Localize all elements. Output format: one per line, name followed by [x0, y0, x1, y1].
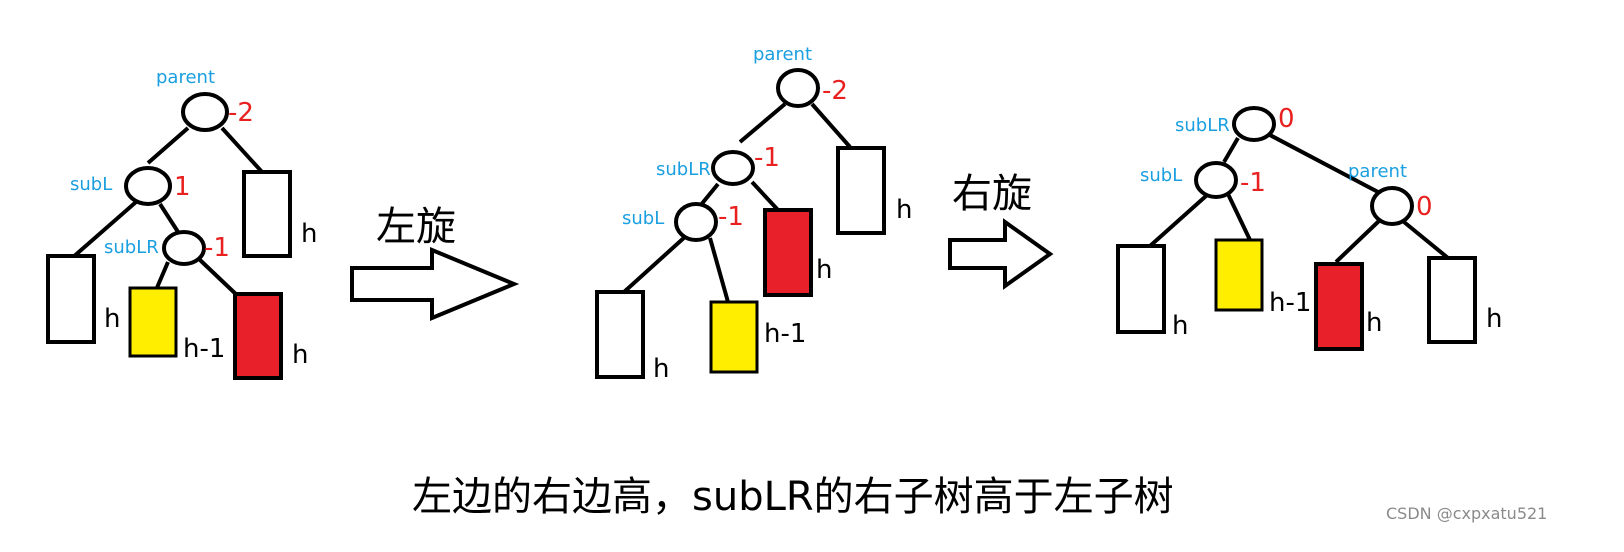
label-subLR: subLR — [656, 159, 711, 180]
height-red: h — [292, 340, 308, 370]
node-subL — [674, 202, 718, 242]
height-left: h — [104, 304, 120, 334]
edge-subLR-right — [198, 258, 242, 300]
bf-parent: -2 — [822, 76, 848, 106]
label-parent: parent — [1348, 161, 1407, 182]
subtree-red-box — [233, 292, 283, 380]
height-yellow: h-1 — [1269, 288, 1311, 318]
edge-subL-left — [1148, 194, 1208, 248]
label-parent: parent — [753, 44, 812, 65]
bf-subLR: 0 — [1278, 104, 1295, 134]
node-subL — [124, 166, 172, 206]
bf-subL: 1 — [174, 172, 191, 202]
subtree-right-box — [242, 170, 292, 258]
rotation-step-left: 左旋 — [350, 204, 520, 321]
subtree-right-box — [836, 146, 886, 235]
bf-subLR: -1 — [204, 233, 230, 263]
bf-subL: -1 — [718, 202, 744, 232]
rotation-step-right: 右旋 — [948, 171, 1054, 290]
height-left: h — [653, 354, 669, 384]
height-yellow: h-1 — [764, 319, 806, 349]
subtree-left-box — [46, 254, 96, 344]
edge-parent-right — [810, 102, 852, 149]
edge-subLR-right — [750, 180, 780, 212]
height-red: h — [1366, 308, 1382, 338]
node-subLR — [1232, 106, 1276, 142]
subtree-left-box — [1116, 244, 1166, 334]
label-subL: subL — [622, 208, 664, 229]
edge-subL-right — [1226, 193, 1252, 241]
diagram-caption: 左边的右边高，subLR的右子树高于左子树 — [412, 474, 1174, 520]
height-yellow: h-1 — [183, 334, 225, 364]
height-right: h — [1486, 304, 1502, 334]
label-subLR: subLR — [104, 237, 159, 258]
subtree-yellow-box — [1214, 238, 1264, 312]
label-parent: parent — [156, 67, 215, 88]
bf-parent: 0 — [1416, 192, 1433, 222]
node-parent — [776, 68, 820, 108]
tree-before-rotation: parent -2 subL 1 subLR -1 h h h-1 h — [46, 67, 317, 380]
edge-subL-left — [622, 234, 688, 294]
label-left-rotation: 左旋 — [376, 204, 456, 250]
bf-parent: -2 — [228, 98, 254, 128]
label-subLR: subLR — [1175, 115, 1230, 136]
node-parent — [181, 92, 229, 132]
edge-subL-left — [70, 200, 138, 260]
subtree-left-box — [595, 290, 645, 379]
node-parent — [1370, 186, 1414, 226]
edge-subLR-parent — [1267, 132, 1379, 194]
subtree-red-box — [763, 208, 813, 297]
edge-subL-right — [708, 237, 730, 303]
edge-parent-subL — [146, 126, 190, 165]
label-subL: subL — [70, 174, 112, 195]
edge-parent-right — [1402, 220, 1450, 260]
height-right: h — [301, 219, 317, 249]
height-red: h — [816, 255, 832, 285]
edge-subL-subLR — [158, 202, 182, 237]
subtree-yellow-box — [128, 286, 178, 358]
bf-subLR: -1 — [754, 143, 780, 173]
subtree-right-box — [1427, 256, 1477, 344]
node-subL — [1194, 161, 1238, 199]
edge-subLR-left — [154, 261, 170, 291]
edge-parent-left — [1334, 218, 1382, 264]
label-right-rotation: 右旋 — [952, 171, 1032, 217]
bf-subL: -1 — [1240, 168, 1266, 198]
tree-after-right-rotation: subLR 0 subL -1 parent 0 h h-1 h h — [1116, 104, 1502, 351]
height-right: h — [896, 195, 912, 225]
csdn-watermark: CSDN @cxpxatu521 — [1386, 504, 1547, 523]
label-subL: subL — [1140, 165, 1182, 186]
height-left: h — [1172, 311, 1188, 341]
edge-parent-right — [220, 126, 264, 174]
edge-subLR-subL — [698, 182, 720, 208]
edge-subLR-subL — [1222, 136, 1240, 164]
subtree-red-box — [1314, 262, 1364, 351]
tree-after-left-rotation: parent -2 subLR -1 subL -1 h h h h-1 — [595, 44, 912, 384]
node-subLR — [162, 230, 206, 266]
arrow-right-icon — [350, 247, 520, 321]
subtree-yellow-box — [709, 300, 759, 374]
node-subLR — [711, 150, 755, 186]
edge-parent-subLR — [738, 102, 787, 144]
arrow-right-icon — [948, 218, 1054, 290]
